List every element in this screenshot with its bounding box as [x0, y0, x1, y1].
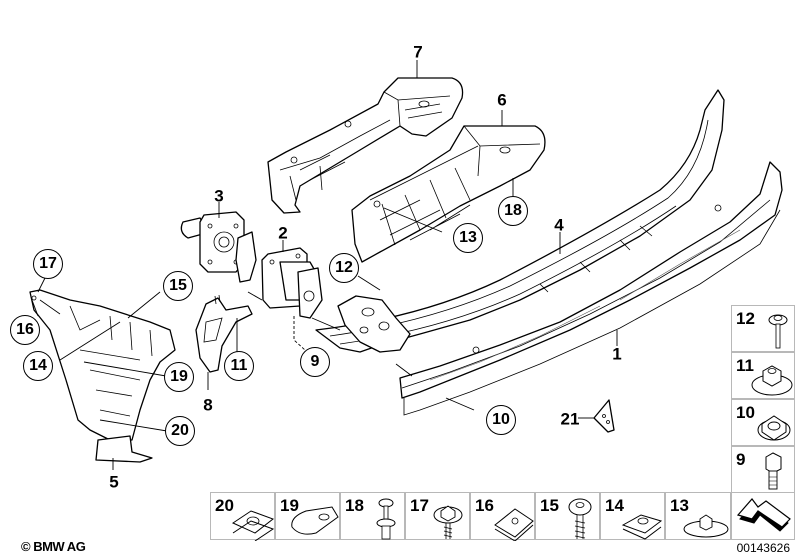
image-number: 00143626	[736, 541, 790, 555]
part-12-end-bracket[interactable]	[337, 295, 411, 353]
pan-head-screw-icon	[568, 498, 592, 539]
label-5: 5	[109, 472, 119, 492]
label-2: 2	[278, 223, 288, 243]
copyright-text: © BMW AG	[21, 539, 86, 554]
sheet-nut-icon	[494, 508, 534, 541]
part-6-bracket[interactable]	[351, 125, 546, 263]
legend-number: 19	[280, 496, 299, 515]
legend-cell-20[interactable]: 20	[210, 492, 275, 541]
collar-nut-icon	[751, 365, 793, 396]
legend-cell-9[interactable]: 9	[731, 446, 795, 493]
legend-cell-15[interactable]: 15	[535, 492, 600, 540]
callout-11: 11	[224, 351, 254, 381]
callout-9: 9	[300, 347, 330, 377]
legend-cell-18[interactable]: 18	[340, 492, 405, 540]
legend-number: 16	[475, 496, 494, 515]
label-7: 7	[413, 42, 423, 62]
callout-18: 18	[498, 196, 528, 226]
legend-cell-16[interactable]: 16	[470, 492, 535, 541]
part-21-cover[interactable]	[593, 399, 615, 433]
callout-13: 13	[453, 223, 483, 253]
legend-number: 13	[670, 496, 689, 515]
callout-14: 14	[23, 351, 53, 381]
callout-20: 20	[165, 416, 195, 446]
direction-arrow-icon	[736, 498, 791, 532]
label-1: 1	[612, 344, 622, 364]
hex-bolt-icon	[765, 452, 782, 490]
label-8: 8	[203, 395, 213, 415]
callout-19: 19	[164, 362, 194, 392]
expanding-rivet-icon	[376, 498, 396, 540]
label-4: 4	[554, 215, 564, 235]
callout-12: 12	[329, 253, 359, 283]
callout-16: 16	[10, 315, 40, 345]
hex-washer-screw-icon	[433, 505, 463, 539]
part-2-crash-box[interactable]	[261, 247, 323, 319]
u-nut-clip-icon	[231, 510, 275, 541]
legend-number: 9	[736, 450, 746, 469]
callout-17: 17	[33, 249, 63, 279]
part-5-side-bracket[interactable]	[29, 289, 176, 463]
hex-flange-nut-icon	[757, 415, 791, 441]
legend-cell-arrow[interactable]	[731, 492, 795, 540]
legend-number: 11	[736, 356, 754, 375]
label-3: 3	[214, 186, 224, 206]
legend-number: 17	[410, 496, 429, 515]
legend-cell-14[interactable]: 14	[600, 492, 665, 540]
legend-cell-11[interactable]: 11	[731, 352, 795, 399]
plastic-nut-icon	[683, 514, 729, 538]
legend-number: 18	[345, 496, 364, 515]
part-1-bumper-carrier[interactable]	[399, 161, 783, 416]
legend-number: 10	[736, 403, 755, 422]
part-7-bracket[interactable]	[267, 77, 464, 214]
callout-10: 10	[486, 405, 516, 435]
legend-cell-13[interactable]: 13	[665, 492, 731, 540]
leader-lines	[31, 60, 618, 470]
clip-nut-icon	[621, 514, 663, 540]
legend-number: 15	[540, 496, 559, 515]
legend-number: 14	[605, 496, 624, 515]
callout-15: 15	[163, 271, 193, 301]
legend-cell-17[interactable]: 17	[405, 492, 470, 540]
legend-cell-10[interactable]: 10	[731, 399, 795, 446]
label-21: 21	[560, 409, 580, 429]
legend-cell-12[interactable]: 12	[731, 305, 795, 352]
part-8-plate[interactable]	[195, 294, 253, 373]
screw-with-washer-icon	[768, 314, 788, 349]
part-3-mount[interactable]	[180, 211, 257, 283]
legend-number: 12	[736, 309, 755, 328]
spring-clip-icon	[291, 506, 339, 535]
label-6: 6	[497, 90, 507, 110]
legend-number: 20	[215, 496, 234, 515]
legend-cell-19[interactable]: 19	[275, 492, 340, 540]
